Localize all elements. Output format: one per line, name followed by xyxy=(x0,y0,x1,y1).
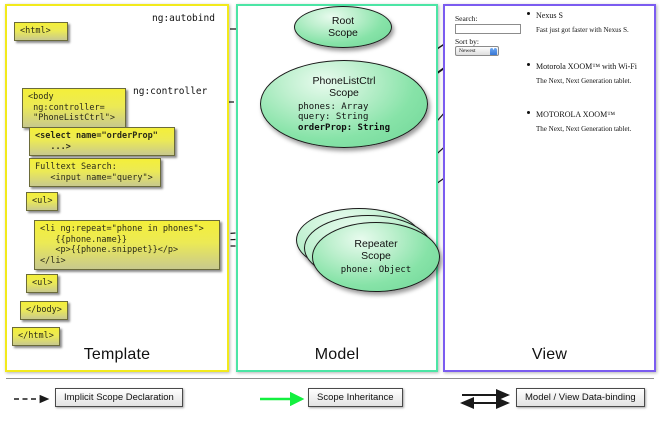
legend-item-implicit-scope-declaration: Implicit Scope Declaration xyxy=(55,388,183,407)
phone-name: Nexus S xyxy=(536,11,563,20)
chevron-down-icon[interactable]: ▾ xyxy=(490,47,497,55)
label-ng-autobind: ng:autobind xyxy=(152,13,215,24)
label-ng-controller: ng:controller xyxy=(133,86,208,97)
list-item[interactable]: Motorola XOOM™ with Wi-Fi The Next, Next… xyxy=(527,62,652,85)
legend-divider xyxy=(6,378,654,379)
scope-prop-phone: phone: Object xyxy=(340,265,412,276)
code-box-html-close[interactable]: </html> xyxy=(12,327,60,346)
template-column-label: Template xyxy=(83,346,151,363)
bullet-icon xyxy=(527,12,530,15)
list-item[interactable]: Nexus S Fast just got faster with Nexus … xyxy=(527,11,652,34)
scope-root[interactable]: Root Scope xyxy=(294,6,392,48)
scope-phonelist-props: phones: Array query: String orderProp: S… xyxy=(298,102,390,134)
code-box-body-open[interactable]: <body ng:controller= "PhoneListCtrl"> xyxy=(22,88,126,128)
model-column-label: Model xyxy=(314,346,360,363)
legend-item-scope-inheritance: Scope Inheritance xyxy=(308,388,403,407)
scope-repeater-title-1: Repeater xyxy=(354,238,398,251)
scope-root-title-1: Root xyxy=(331,15,355,27)
bullet-icon xyxy=(527,63,530,66)
code-box-ul-close[interactable]: <ul> xyxy=(26,274,58,293)
phone-snippet: The Next, Next Generation tablet. xyxy=(536,77,632,85)
scope-prop-orderprop: orderProp: String xyxy=(297,122,391,133)
scope-phonelist-title-1: PhoneListCtrl xyxy=(312,74,376,87)
scope-phonelist-title-2: Scope xyxy=(329,86,359,99)
search-input[interactable] xyxy=(455,24,521,34)
scope-prop-phones: phones: Array xyxy=(297,101,369,112)
scope-repeater-title-2: Scope xyxy=(361,250,391,263)
code-box-ul-open[interactable]: <ul> xyxy=(26,192,58,211)
search-label: Search: xyxy=(455,14,478,23)
phone-name: Motorola XOOM™ with Wi-Fi xyxy=(536,62,637,71)
sort-select-value: Newest xyxy=(459,48,476,54)
code-box-body-close[interactable]: </body> xyxy=(20,301,68,320)
list-item[interactable]: MOTOROLA XOOM™ The Next, Next Generation… xyxy=(527,110,652,133)
sort-select[interactable]: Newest ▾ xyxy=(455,46,499,56)
code-box-html-open[interactable]: <html> xyxy=(14,22,68,41)
phone-snippet: Fast just got faster with Nexus S. xyxy=(536,26,629,34)
phone-snippet: The Next, Next Generation tablet. xyxy=(536,125,632,133)
sort-label: Sort by: xyxy=(455,37,479,46)
scope-prop-query: query: String xyxy=(297,112,369,123)
scope-root-title-2: Scope xyxy=(328,27,358,39)
bullet-icon xyxy=(527,111,530,114)
code-box-select[interactable]: <select name="orderProp" ...> xyxy=(29,127,175,156)
scope-repeater-props: phone: Object xyxy=(341,265,411,276)
legend-item-model-view-data-binding: Model / View Data-binding xyxy=(516,388,645,407)
view-column-label: View xyxy=(531,346,568,363)
legend: Implicit Scope Declaration Scope Inherit… xyxy=(0,378,660,421)
code-box-fulltext-search[interactable]: Fulltext Search: <input name="query"> xyxy=(29,158,161,187)
view-column: View xyxy=(443,4,656,372)
scope-phonelistctrl[interactable]: PhoneListCtrl Scope phones: Array query:… xyxy=(260,60,428,148)
scope-repeater[interactable]: Repeater Scope phone: Object xyxy=(312,222,440,292)
phone-name: MOTOROLA XOOM™ xyxy=(536,110,616,119)
code-box-li-repeat[interactable]: <li ng:repeat="phone in phones"> {{phone… xyxy=(34,220,220,270)
